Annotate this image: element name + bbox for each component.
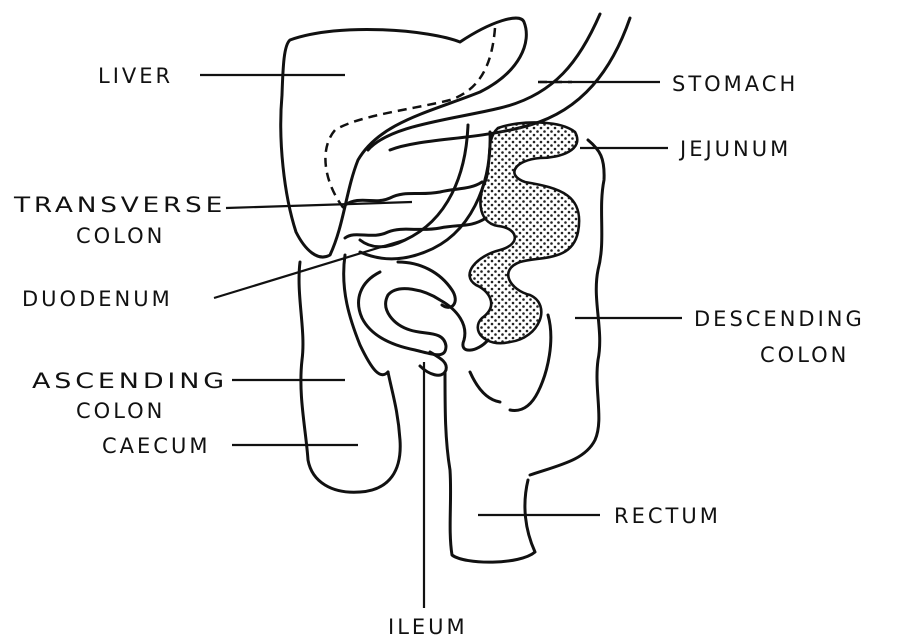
rectum-inner-outline bbox=[470, 372, 500, 402]
leader-transverse-colon bbox=[226, 202, 412, 208]
label-stomach: STOMACH bbox=[672, 72, 798, 96]
transverse-colon-outline bbox=[345, 182, 482, 205]
label-caecum: CAECUM bbox=[102, 434, 210, 458]
label-ileum: ILEUM bbox=[388, 615, 468, 639]
ascending-colon-inner-outline bbox=[344, 255, 388, 375]
label-rectum: RECTUM bbox=[614, 504, 721, 528]
label-transverse-colon-line2: COLON bbox=[76, 224, 165, 248]
label-liver: LIVER bbox=[98, 64, 173, 88]
jejunum-coils bbox=[470, 122, 580, 343]
label-descending-colon-line2: COLON bbox=[760, 343, 849, 367]
duodenum-inner-outline bbox=[360, 132, 490, 259]
label-ascending-colon-line2: COLON bbox=[76, 399, 165, 423]
label-jejunum: JEJUNUM bbox=[678, 137, 791, 161]
label-duodenum: DUODENUM bbox=[22, 287, 173, 311]
ileum-inner-loop-outline bbox=[398, 262, 455, 307]
label-descending-colon-line1: DESCENDING bbox=[694, 307, 865, 331]
rectum-outline bbox=[445, 372, 535, 562]
label-ascending-colon-line1: ASCENDING bbox=[32, 369, 228, 393]
label-transverse-colon-line1: TRANSVERSE bbox=[13, 193, 226, 217]
ileum-loop-outline bbox=[359, 272, 488, 355]
ascending-colon-outline bbox=[299, 262, 400, 492]
